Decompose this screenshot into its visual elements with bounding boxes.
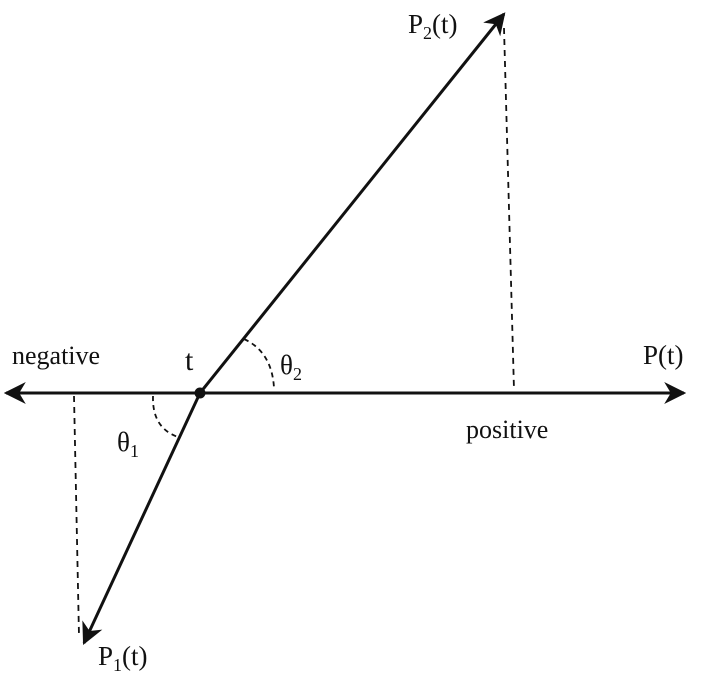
projection-p2-dashed: [503, 27, 515, 391]
label-p2: P2(t): [408, 9, 458, 43]
angle-arc-theta2: [243, 338, 275, 389]
label-p2-base: P: [408, 9, 423, 39]
label-p1-subscript: 1: [113, 655, 122, 675]
label-p1-base: P: [98, 641, 113, 671]
label-t: t: [185, 344, 194, 377]
origin-point: [194, 387, 206, 399]
label-axis-p: P(t): [643, 340, 684, 370]
label-p1: P1(t): [98, 641, 148, 675]
label-theta1-subscript: 1: [130, 441, 139, 461]
projection-p1-dashed: [73, 395, 80, 637]
label-theta2-subscript: 2: [293, 364, 302, 384]
angle-arc-theta1: [152, 395, 179, 438]
label-theta2: θ2: [280, 350, 302, 384]
label-theta1-base: θ: [117, 427, 130, 457]
label-p1-arg: (t): [122, 641, 147, 671]
label-p2-arg: (t): [432, 9, 457, 39]
label-p2-subscript: 2: [423, 23, 432, 43]
vector-p1: [82, 392, 202, 645]
label-theta1: θ1: [117, 427, 139, 461]
label-positive: positive: [466, 415, 548, 444]
label-negative: negative: [12, 341, 100, 370]
label-theta2-base: θ: [280, 350, 293, 380]
vector-p2: [198, 12, 506, 394]
